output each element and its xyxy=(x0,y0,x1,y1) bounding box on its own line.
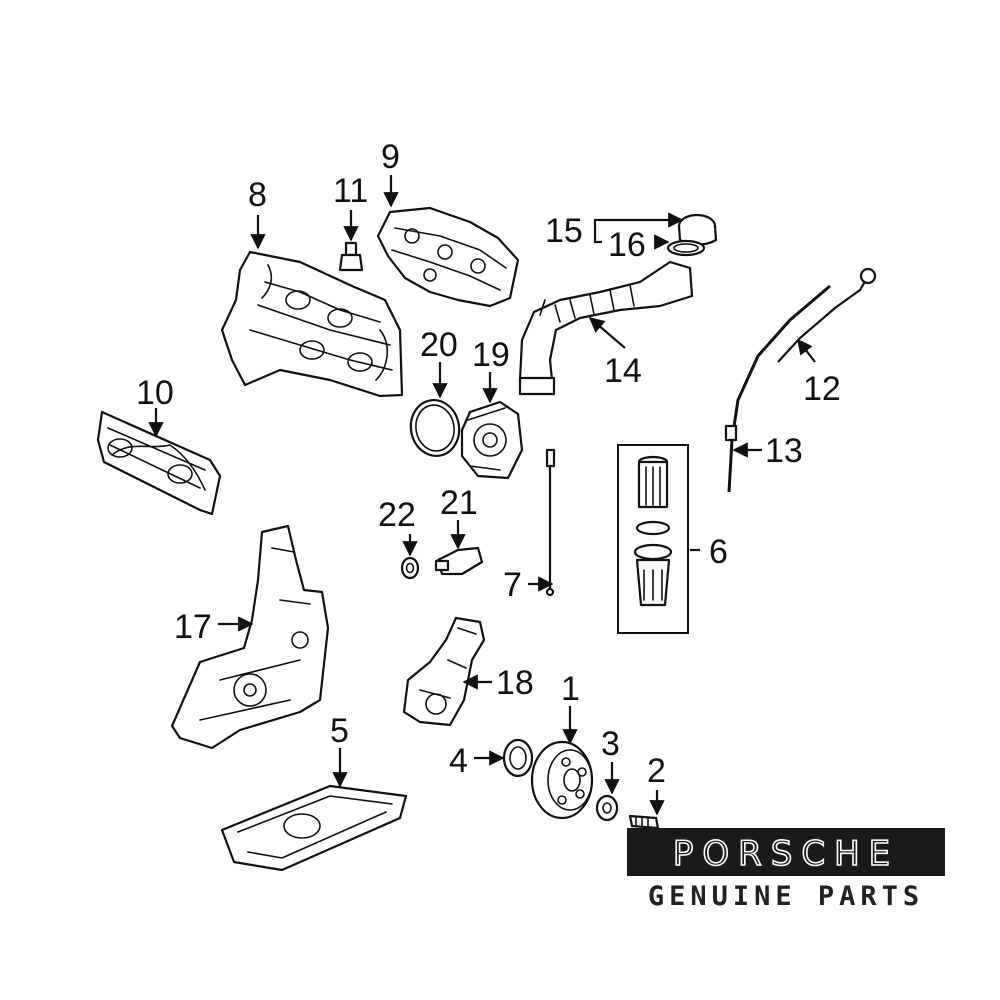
o-ring-part[interactable] xyxy=(407,396,464,459)
logo-banner xyxy=(627,828,945,876)
dipstick-part[interactable] xyxy=(777,267,877,363)
manifold-part[interactable] xyxy=(376,206,520,308)
callout-9: 9 xyxy=(381,138,400,176)
callout-18: 18 xyxy=(496,664,534,702)
sensor-part[interactable] xyxy=(338,241,364,272)
callout-16: 16 xyxy=(608,226,646,264)
callout-labels: 1 2 3 4 5 6 7 8 9 10 11 12 13 14 15 16 1… xyxy=(136,138,841,790)
oil-level-sensor-part[interactable] xyxy=(545,448,556,597)
callout-6: 6 xyxy=(709,533,728,571)
callout-17: 17 xyxy=(174,608,212,646)
callout-22: 22 xyxy=(378,496,416,534)
callout-19: 19 xyxy=(472,336,510,374)
callout-10: 10 xyxy=(136,374,174,412)
callout-5: 5 xyxy=(330,712,349,750)
callout-15: 15 xyxy=(545,212,583,250)
washer-part[interactable] xyxy=(400,556,420,580)
dipstick-tube-part[interactable] xyxy=(724,284,831,493)
pulley-part[interactable] xyxy=(530,740,594,820)
filter-element-part[interactable] xyxy=(637,455,669,509)
oil-pan-part[interactable] xyxy=(220,784,408,872)
water-pump-part[interactable] xyxy=(402,616,486,727)
callout-12: 12 xyxy=(803,370,841,408)
leader-arrows xyxy=(148,175,816,816)
engine-cover-part[interactable] xyxy=(96,410,222,516)
callout-11: 11 xyxy=(333,172,368,210)
logo-brand-text: PORSCHE xyxy=(673,834,899,874)
oil-filler-tube-part[interactable] xyxy=(518,260,694,396)
callout-13: 13 xyxy=(765,432,803,470)
cap-seal-part[interactable] xyxy=(666,239,706,257)
callout-4: 4 xyxy=(449,742,468,780)
callout-21: 21 xyxy=(440,484,478,522)
callout-3: 3 xyxy=(601,725,620,763)
shaft-seal-part[interactable] xyxy=(502,738,534,778)
logo-tagline-text: GENUINE PARTS xyxy=(648,881,924,912)
callout-1: 1 xyxy=(561,670,580,708)
callout-7: 7 xyxy=(503,566,522,604)
pump-housing-part[interactable] xyxy=(460,400,524,480)
filter-housing-part[interactable] xyxy=(633,543,673,607)
filter-o-ring-part[interactable] xyxy=(635,520,671,536)
cylinder-head-cover-part[interactable] xyxy=(220,250,404,398)
porsche-genuine-parts-logo: PORSCHE GENUINE PARTS xyxy=(627,828,945,912)
callout-2: 2 xyxy=(647,752,666,790)
oil-filter-kit[interactable] xyxy=(617,444,689,634)
pulley-bolt-part[interactable] xyxy=(628,814,660,830)
callout-8: 8 xyxy=(248,176,267,214)
pulley-washer-part[interactable] xyxy=(595,794,619,822)
sensor-plug-part[interactable] xyxy=(434,546,484,576)
filler-cap-part[interactable] xyxy=(677,213,718,246)
callout-20: 20 xyxy=(420,326,458,364)
callout-14: 14 xyxy=(604,352,642,390)
timing-cover-part[interactable] xyxy=(170,524,330,750)
